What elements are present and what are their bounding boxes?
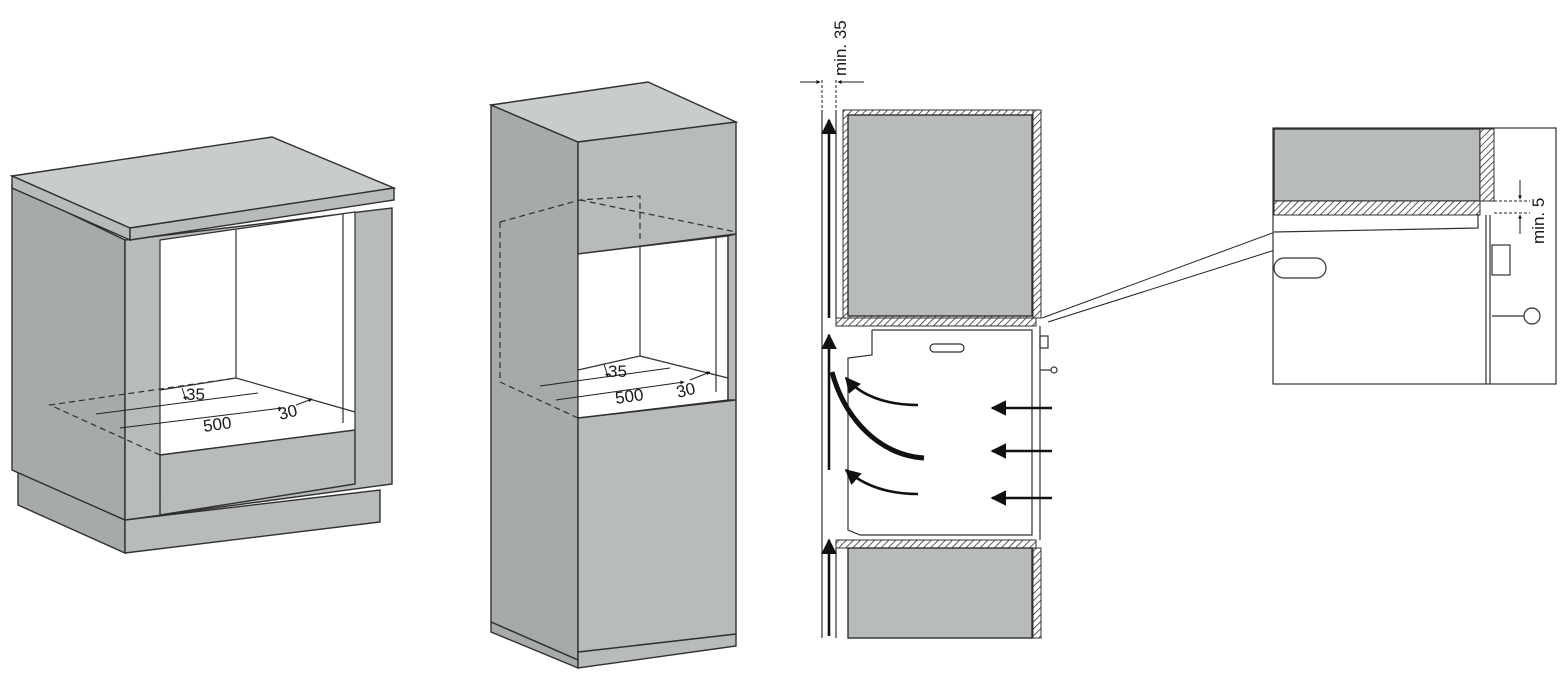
under-counter-cabinet: 35 500 30 bbox=[9, 136, 397, 555]
lower-cabinet-block bbox=[847, 547, 1033, 639]
countertop-front bbox=[129, 187, 395, 241]
side-panel bbox=[11, 184, 126, 522]
upper-cabinet-block bbox=[847, 114, 1033, 317]
detail-vent-slot bbox=[1273, 257, 1327, 279]
tall-niche-opening bbox=[577, 235, 729, 419]
oven-vent-slot bbox=[929, 343, 965, 353]
upper-shelf bbox=[835, 317, 1037, 327]
oven-outline bbox=[847, 329, 1033, 536]
dim-side-label: 30 bbox=[276, 401, 299, 424]
ventilation-section: min. 35 bbox=[800, 20, 1058, 639]
airflow-curve-arrow-1 bbox=[844, 376, 919, 407]
dim-depth-label: 35 bbox=[186, 385, 205, 404]
plinth-front bbox=[124, 489, 381, 554]
oven-niche-opening bbox=[159, 211, 356, 456]
top-gap-label: min. 35 bbox=[831, 20, 850, 76]
tall-column-cabinet: 35 500 30 bbox=[488, 81, 739, 670]
lower-front-panel bbox=[577, 399, 737, 653]
detail-cabinet-block bbox=[1273, 128, 1481, 202]
tall-dim-depth-label: 35 bbox=[608, 362, 627, 381]
tall-dim-width-label: 500 bbox=[614, 385, 645, 408]
lower-shelf bbox=[835, 539, 1037, 549]
detail-view: min. 5 bbox=[1272, 127, 1557, 385]
upper-front-panel bbox=[577, 121, 737, 255]
airflow-curve-arrow-2 bbox=[844, 468, 919, 496]
tall-dim-side-label: 30 bbox=[674, 379, 697, 402]
dim-width-label: 500 bbox=[202, 413, 233, 436]
lower-rail bbox=[159, 429, 356, 516]
detail-shelf bbox=[1273, 200, 1481, 216]
gap-label: min. 5 bbox=[1529, 198, 1548, 244]
